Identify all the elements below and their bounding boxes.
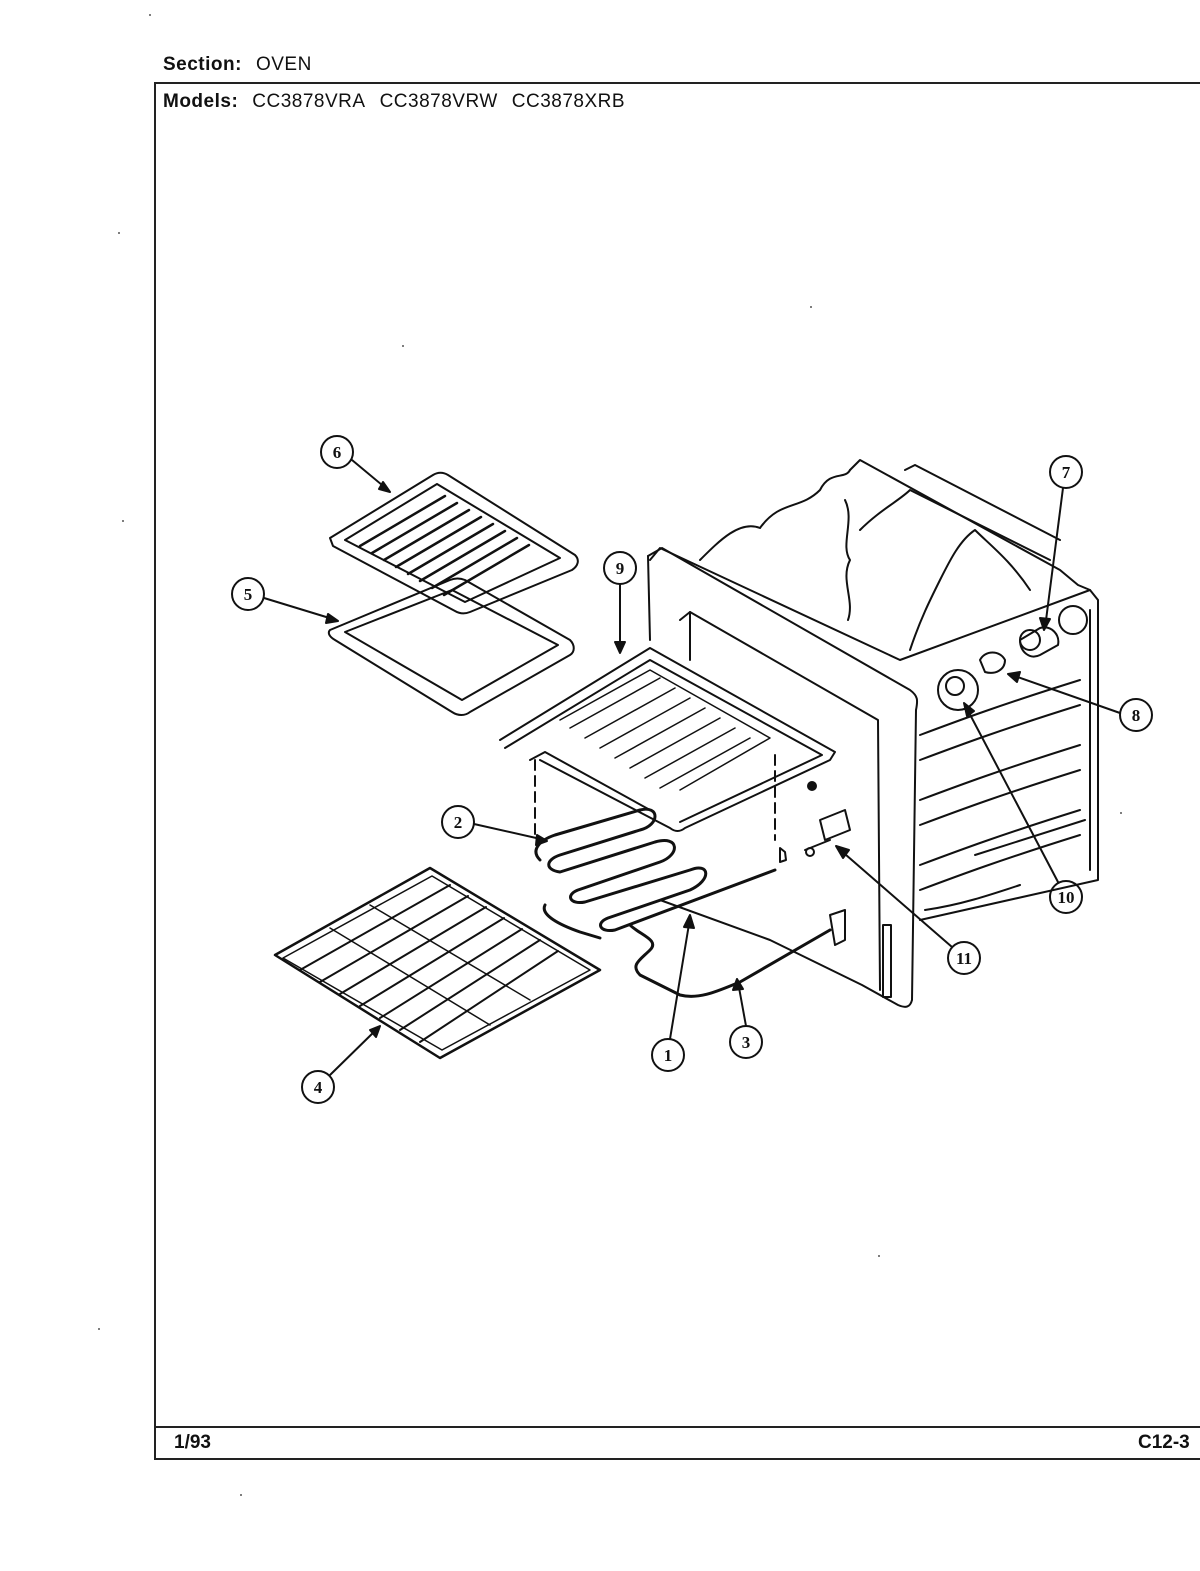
callout-label: 1 [664,1046,673,1065]
model-number: CC3878XRB [511,91,626,112]
scan-speck [1120,812,1122,814]
callout-label: 2 [454,813,463,832]
footer-page-code: C12-3 [1138,1432,1190,1453]
broil-element [534,807,787,933]
scan-speck [149,14,151,16]
callouts: 6 5 9 2 4 1 3 7 8 10 [231,435,1153,1104]
oven-front-frame [647,547,919,1008]
callout-label: 3 [742,1033,751,1052]
scan-speck [810,306,812,308]
bake-element [542,903,846,998]
callout-label: 5 [244,585,253,604]
model-number: CC3878VRW [379,91,498,112]
scan-speck [878,1255,880,1257]
scan-speck [240,1494,242,1496]
scan-speck [122,520,124,522]
footer-rule [154,1426,1200,1428]
callout-label: 11 [956,949,972,968]
footer-date: 1/93 [174,1432,211,1453]
scan-speck [98,1328,100,1330]
scan-speck [402,345,404,347]
section-label: Section: [163,54,242,75]
callout-label: 9 [616,559,625,578]
section-line: Section: OVEN [163,54,312,76]
callout-label: 7 [1062,463,1071,482]
oven-cavity [649,459,1099,921]
scan-speck [118,232,120,234]
callout-label: 4 [314,1078,323,1097]
models-line: Models: CC3878VRA CC3878VRW CC3878XRB [163,91,625,113]
element-shield [499,647,836,841]
broil-pan-insert [329,471,579,615]
models-label: Models: [163,91,239,112]
lamp-parts [804,626,1060,857]
broil-pan [327,577,575,716]
diagram-frame [154,82,1200,1460]
callout-label: 6 [333,443,342,462]
callout-label: 8 [1132,706,1141,725]
model-number: CC3878VRA [252,91,366,112]
oven-rack [273,866,602,1060]
callout-label: 10 [1058,888,1075,907]
section-value: OVEN [255,54,312,75]
